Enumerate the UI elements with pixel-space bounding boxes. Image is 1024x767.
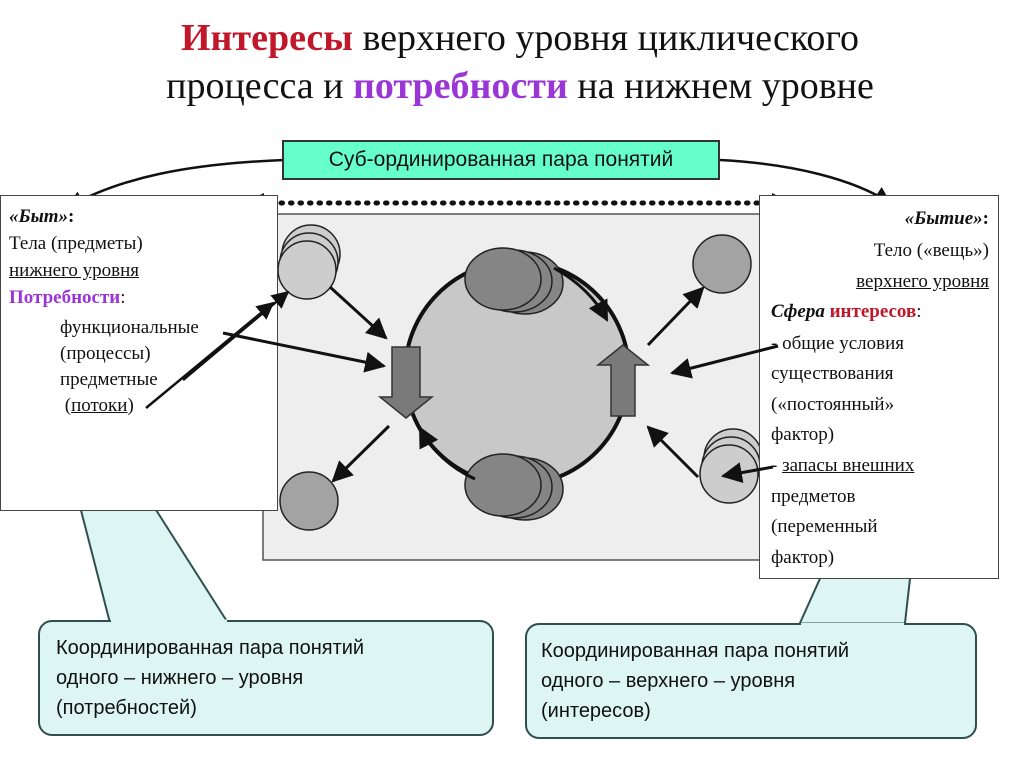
right-item-constant: («постоянный» — [771, 394, 895, 415]
cycle-arrow-bottom-left — [418, 426, 476, 481]
bottom-ellipse-stack — [464, 453, 564, 521]
right-line-upper-level: верхнего уровня — [856, 271, 989, 292]
top-right-circle — [692, 234, 752, 294]
down-block-arrow — [377, 346, 435, 419]
arrow-circle-to-down — [328, 285, 388, 340]
arrow-down-to-circle — [331, 424, 391, 483]
slide-title: Интересы верхнего уровня циклического пр… — [30, 14, 1010, 110]
right-line-body: Тело («вещь») — [873, 240, 989, 261]
top-ellipse-stack — [464, 247, 564, 315]
left-item-substantive: предметные — [60, 369, 158, 390]
callout-right-text: Координированная пара понятий одного – в… — [541, 640, 850, 722]
callout-left-box — [38, 620, 494, 736]
bottom-right-circle-stack — [699, 428, 763, 504]
right-item-variable: (переменный — [771, 516, 878, 537]
left-panel-heading: «Быт»: — [9, 206, 75, 227]
right-sphere-label: Сфера интересов: — [771, 301, 922, 322]
top-left-circle-stack — [277, 224, 341, 300]
right-item-objects: предметов — [771, 486, 856, 507]
left-item-processes: (процессы) — [60, 343, 151, 364]
sub-ordinated-pair-box: Суб-ординированная пара понятий — [282, 140, 720, 180]
byt-term: «Быт» — [9, 206, 69, 227]
right-item-factor-1: фактор) — [771, 424, 835, 445]
left-item-flows: (потоки) — [60, 395, 134, 416]
title-line-2: процесса и потребности на нижнем уровне — [166, 65, 874, 107]
callout-left-text: Координированная пара понятий одного – н… — [56, 637, 365, 719]
bottom-left-circle — [279, 471, 339, 531]
callout-right-box — [525, 623, 977, 739]
right-panel — [759, 195, 999, 579]
right-panel-heading: «Бытие»: — [904, 208, 989, 229]
arrow-circles-to-up — [646, 425, 700, 479]
left-line-bodies: Тела (предметы) — [9, 233, 143, 254]
left-item-functional: функциональные — [60, 317, 199, 338]
title-line-1: Интересы верхнего уровня циклического — [180, 17, 860, 59]
right-item-stocks: - запасы внешних — [771, 455, 915, 476]
right-item-general: - общие условия — [771, 333, 905, 354]
arrow-up-to-circle — [646, 286, 705, 347]
left-needs-label: Потребности: — [9, 287, 126, 308]
left-line-lower-level: нижнего уровня — [9, 260, 140, 281]
cycle-arrow-top-right — [553, 266, 609, 322]
right-item-existence: существования — [771, 363, 894, 384]
up-block-arrow — [595, 344, 651, 417]
right-item-factor-2: фактор) — [771, 547, 835, 568]
